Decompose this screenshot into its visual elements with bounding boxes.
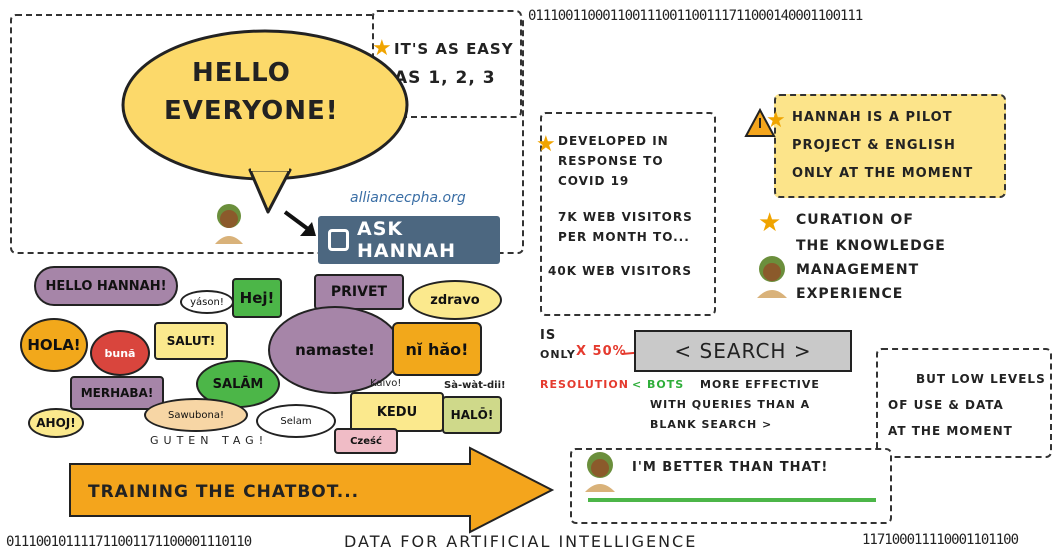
greeting-hej: Hej!	[232, 278, 282, 318]
greeting-merhaba: MERHABA!	[70, 376, 164, 410]
search-only: ONLY	[540, 348, 576, 361]
greeting-namaste: namaste!	[268, 306, 402, 394]
curation-line1: CURATION OF	[796, 212, 914, 228]
developed-line2: RESPONSE TO	[558, 154, 664, 168]
greeting-salut: SALUT!	[154, 322, 228, 360]
curation-line4: EXPERIENCE	[796, 286, 904, 302]
greeting-halo: HALŌ!	[442, 396, 502, 434]
star-icon-2: ★	[536, 132, 556, 157]
footer-title: DATA FOR ARTIFICIAL INTELLIGENCE	[344, 532, 698, 551]
search-label: < SEARCH >	[674, 339, 812, 363]
greeting-czesc: Cześć	[334, 428, 398, 454]
search-box[interactable]: < SEARCH >	[634, 330, 852, 372]
resolution-line2: WITH QUERIES THAN A	[650, 398, 811, 411]
pilot-line3: ONLY AT THE MOMENT	[792, 166, 974, 181]
binary-bottom-left: 011100101111711001171100001110110	[6, 534, 252, 550]
developed-note: ★ DEVELOPED IN RESPONSE TO COVID 19 7K W…	[536, 112, 716, 316]
pilot-line2: PROJECT & ENGLISH	[792, 138, 956, 153]
avatar-2	[754, 256, 790, 298]
avatar	[212, 204, 246, 244]
greeting-kaivo: Kaivo!	[370, 378, 402, 389]
visitors-line2: PER MONTH TO...	[558, 230, 690, 244]
low-line2: OF USE & DATA	[888, 398, 1004, 412]
avatar-3	[582, 452, 618, 492]
chat-reply-text: I'M BETTER THAN THAT!	[632, 460, 829, 475]
easy-line1: IT'S AS EASY	[394, 40, 514, 58]
greeting-ahoj: AHOJ!	[28, 408, 84, 438]
resolution-line1: MORE EFFECTIVE	[700, 378, 820, 391]
training-label: TRAINING THE CHATBOT...	[88, 482, 360, 502]
pilot-line1: HANNAH IS A PILOT	[792, 110, 953, 125]
hello-line1: HELLO	[192, 58, 291, 88]
greeting-hola: HOLA!	[20, 318, 88, 372]
developed-line3: COVID 19	[558, 174, 630, 188]
low-levels-note: BUT LOW LEVELS OF USE & DATA AT THE MOME…	[876, 348, 1052, 458]
greeting-privet: PRIVET	[314, 274, 404, 310]
binary-top: 0111001100011001110011001117110001400011…	[528, 8, 863, 24]
site-url: alliancecpha.org	[350, 190, 466, 206]
search-percent: X 50%	[576, 344, 627, 359]
pilot-note: HANNAH IS A PILOT PROJECT & ENGLISH ONLY…	[774, 94, 1006, 198]
easy-line2: AS 1, 2, 3	[394, 68, 496, 88]
resolution-label: RESOLUTION	[540, 378, 629, 391]
curation-line3: MANAGEMENT	[796, 262, 920, 278]
low-line3: AT THE MOMENT	[888, 424, 1013, 438]
greeting-sawatdii: Sà-wàt-dii!	[444, 380, 506, 391]
visitors-line1: 7K WEB VISITORS	[558, 210, 693, 224]
greeting-selam: Selam	[256, 404, 336, 438]
greeting-sawubona: Sawubona!	[144, 398, 248, 432]
ask-hannah-button[interactable]: ASK HANNAH	[318, 216, 500, 264]
ask-hannah-label: ASK HANNAH	[356, 218, 456, 262]
low-line1: BUT LOW LEVELS	[916, 372, 1046, 386]
star-icon-4: ★	[758, 208, 782, 238]
resolution-line3: BLANK SEARCH >	[650, 418, 773, 431]
binary-bottom-right: 117100011110001101100	[862, 532, 1019, 548]
greeting-buna: bună	[90, 330, 150, 376]
bots-label: < BOTS	[632, 378, 685, 391]
greeting-guten-tag: GUTEN TAG!	[150, 434, 269, 447]
developed-line1: DEVELOPED IN	[558, 134, 669, 148]
chat-input-line[interactable]	[588, 498, 876, 502]
search-is: IS	[540, 328, 557, 343]
star-icon: ★	[372, 36, 392, 61]
chat-reply-box: I'M BETTER THAN THAT!	[570, 448, 892, 524]
hello-line2: EVERYONE!	[164, 96, 339, 126]
visitors-line3: 40K WEB VISITORS	[548, 264, 693, 278]
star-icon-3: ★	[766, 108, 786, 133]
greeting-nihao: nĭ hăo!	[392, 322, 482, 376]
greeting-hello-hannah: HELLO HANNAH!	[34, 266, 178, 306]
greeting-zdravo: zdravo	[408, 280, 502, 320]
curation-line2: THE KNOWLEDGE	[796, 238, 946, 254]
chat-icon	[328, 229, 349, 251]
